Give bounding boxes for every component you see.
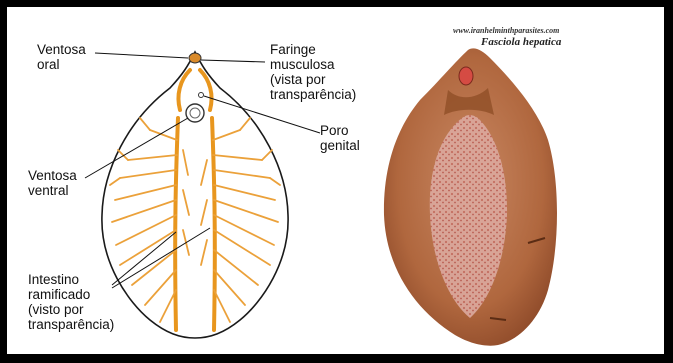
label-poro-genital: Poro genital xyxy=(320,123,360,153)
specimen-photo xyxy=(384,48,557,345)
label-ventosa-oral: Ventosa oral xyxy=(37,42,86,72)
website-caption: www.iranhelminthparasites.com xyxy=(453,26,559,35)
species-caption: Fasciola hepatica xyxy=(481,36,561,48)
genital-pore xyxy=(199,93,204,98)
fluke-outline xyxy=(102,52,288,338)
label-faringe: Faringe musculosa (vista por transparênc… xyxy=(270,42,356,102)
label-intestino: Intestino ramificado (visto por transpar… xyxy=(28,272,114,332)
ventral-sucker xyxy=(186,104,204,122)
label-ventosa-ventral: Ventosa ventral xyxy=(28,168,77,198)
oral-sucker xyxy=(189,53,201,63)
